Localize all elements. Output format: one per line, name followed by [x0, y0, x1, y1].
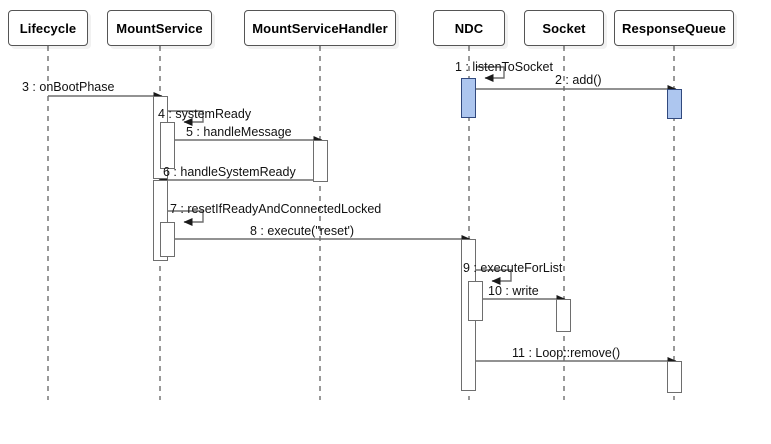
participant-label-socket: Socket: [542, 20, 586, 36]
activation-bar-ndc-act-3[interactable]: [468, 281, 483, 321]
participant-box-ndc[interactable]: NDC: [433, 10, 505, 46]
activation-bar-rq-act-2[interactable]: [667, 361, 682, 393]
message-label-6: 6 : handleSystemReady: [163, 165, 296, 179]
activation-bar-ndc-act-1[interactable]: [461, 78, 476, 118]
message-label-11: 11 : Loop::remove(): [512, 346, 621, 360]
activation-bar-ms-act-inner-2[interactable]: [160, 222, 175, 257]
message-arrow-4[interactable]: [168, 110, 204, 126]
participant-box-mountservice[interactable]: MountService: [107, 10, 212, 46]
participant-label-mountservice: MountService: [116, 20, 203, 36]
message-label-1: 1 : listenToSocket: [455, 60, 553, 74]
participant-box-lifecycle[interactable]: Lifecycle: [8, 10, 88, 46]
message-label-2: 2 : add(): [555, 73, 602, 87]
participant-label-lifecycle: Lifecycle: [19, 20, 77, 36]
activation-bar-msh-act-1[interactable]: [313, 140, 328, 182]
message-label-4: 4 : systemReady: [158, 107, 252, 121]
participant-box-responsequeue[interactable]: ResponseQueue: [614, 10, 734, 46]
message-arrow-9[interactable]: [476, 269, 512, 285]
activation-bar-rq-act-1[interactable]: [667, 89, 682, 119]
participant-label-mountservicehandler: MountServiceHandler: [252, 20, 388, 36]
activation-bar-ms-act-inner[interactable]: [160, 122, 175, 169]
message-label-3: 3 : onBootPhase: [22, 80, 115, 94]
message-arrow-1[interactable]: [476, 66, 505, 82]
participant-box-mountservicehandler[interactable]: MountServiceHandler: [244, 10, 396, 46]
message-label-7: 7 : resetIfReadyAndConnectedLocked: [170, 202, 382, 216]
message-label-8: 8 : execute("reset'): [250, 224, 355, 238]
message-arrow-7[interactable]: [168, 210, 204, 226]
activation-bar-sock-act-1[interactable]: [556, 299, 571, 332]
message-arrow-group: [48, 66, 677, 365]
participant-box-socket[interactable]: Socket: [524, 10, 604, 46]
message-label-10: 10 : write: [488, 284, 539, 298]
message-label-5: 5 : handleMessage: [186, 125, 292, 139]
message-label-9: 9 : executeForList: [463, 261, 563, 275]
participant-label-ndc: NDC: [454, 20, 484, 36]
participant-label-responsequeue: ResponseQueue: [622, 20, 726, 36]
